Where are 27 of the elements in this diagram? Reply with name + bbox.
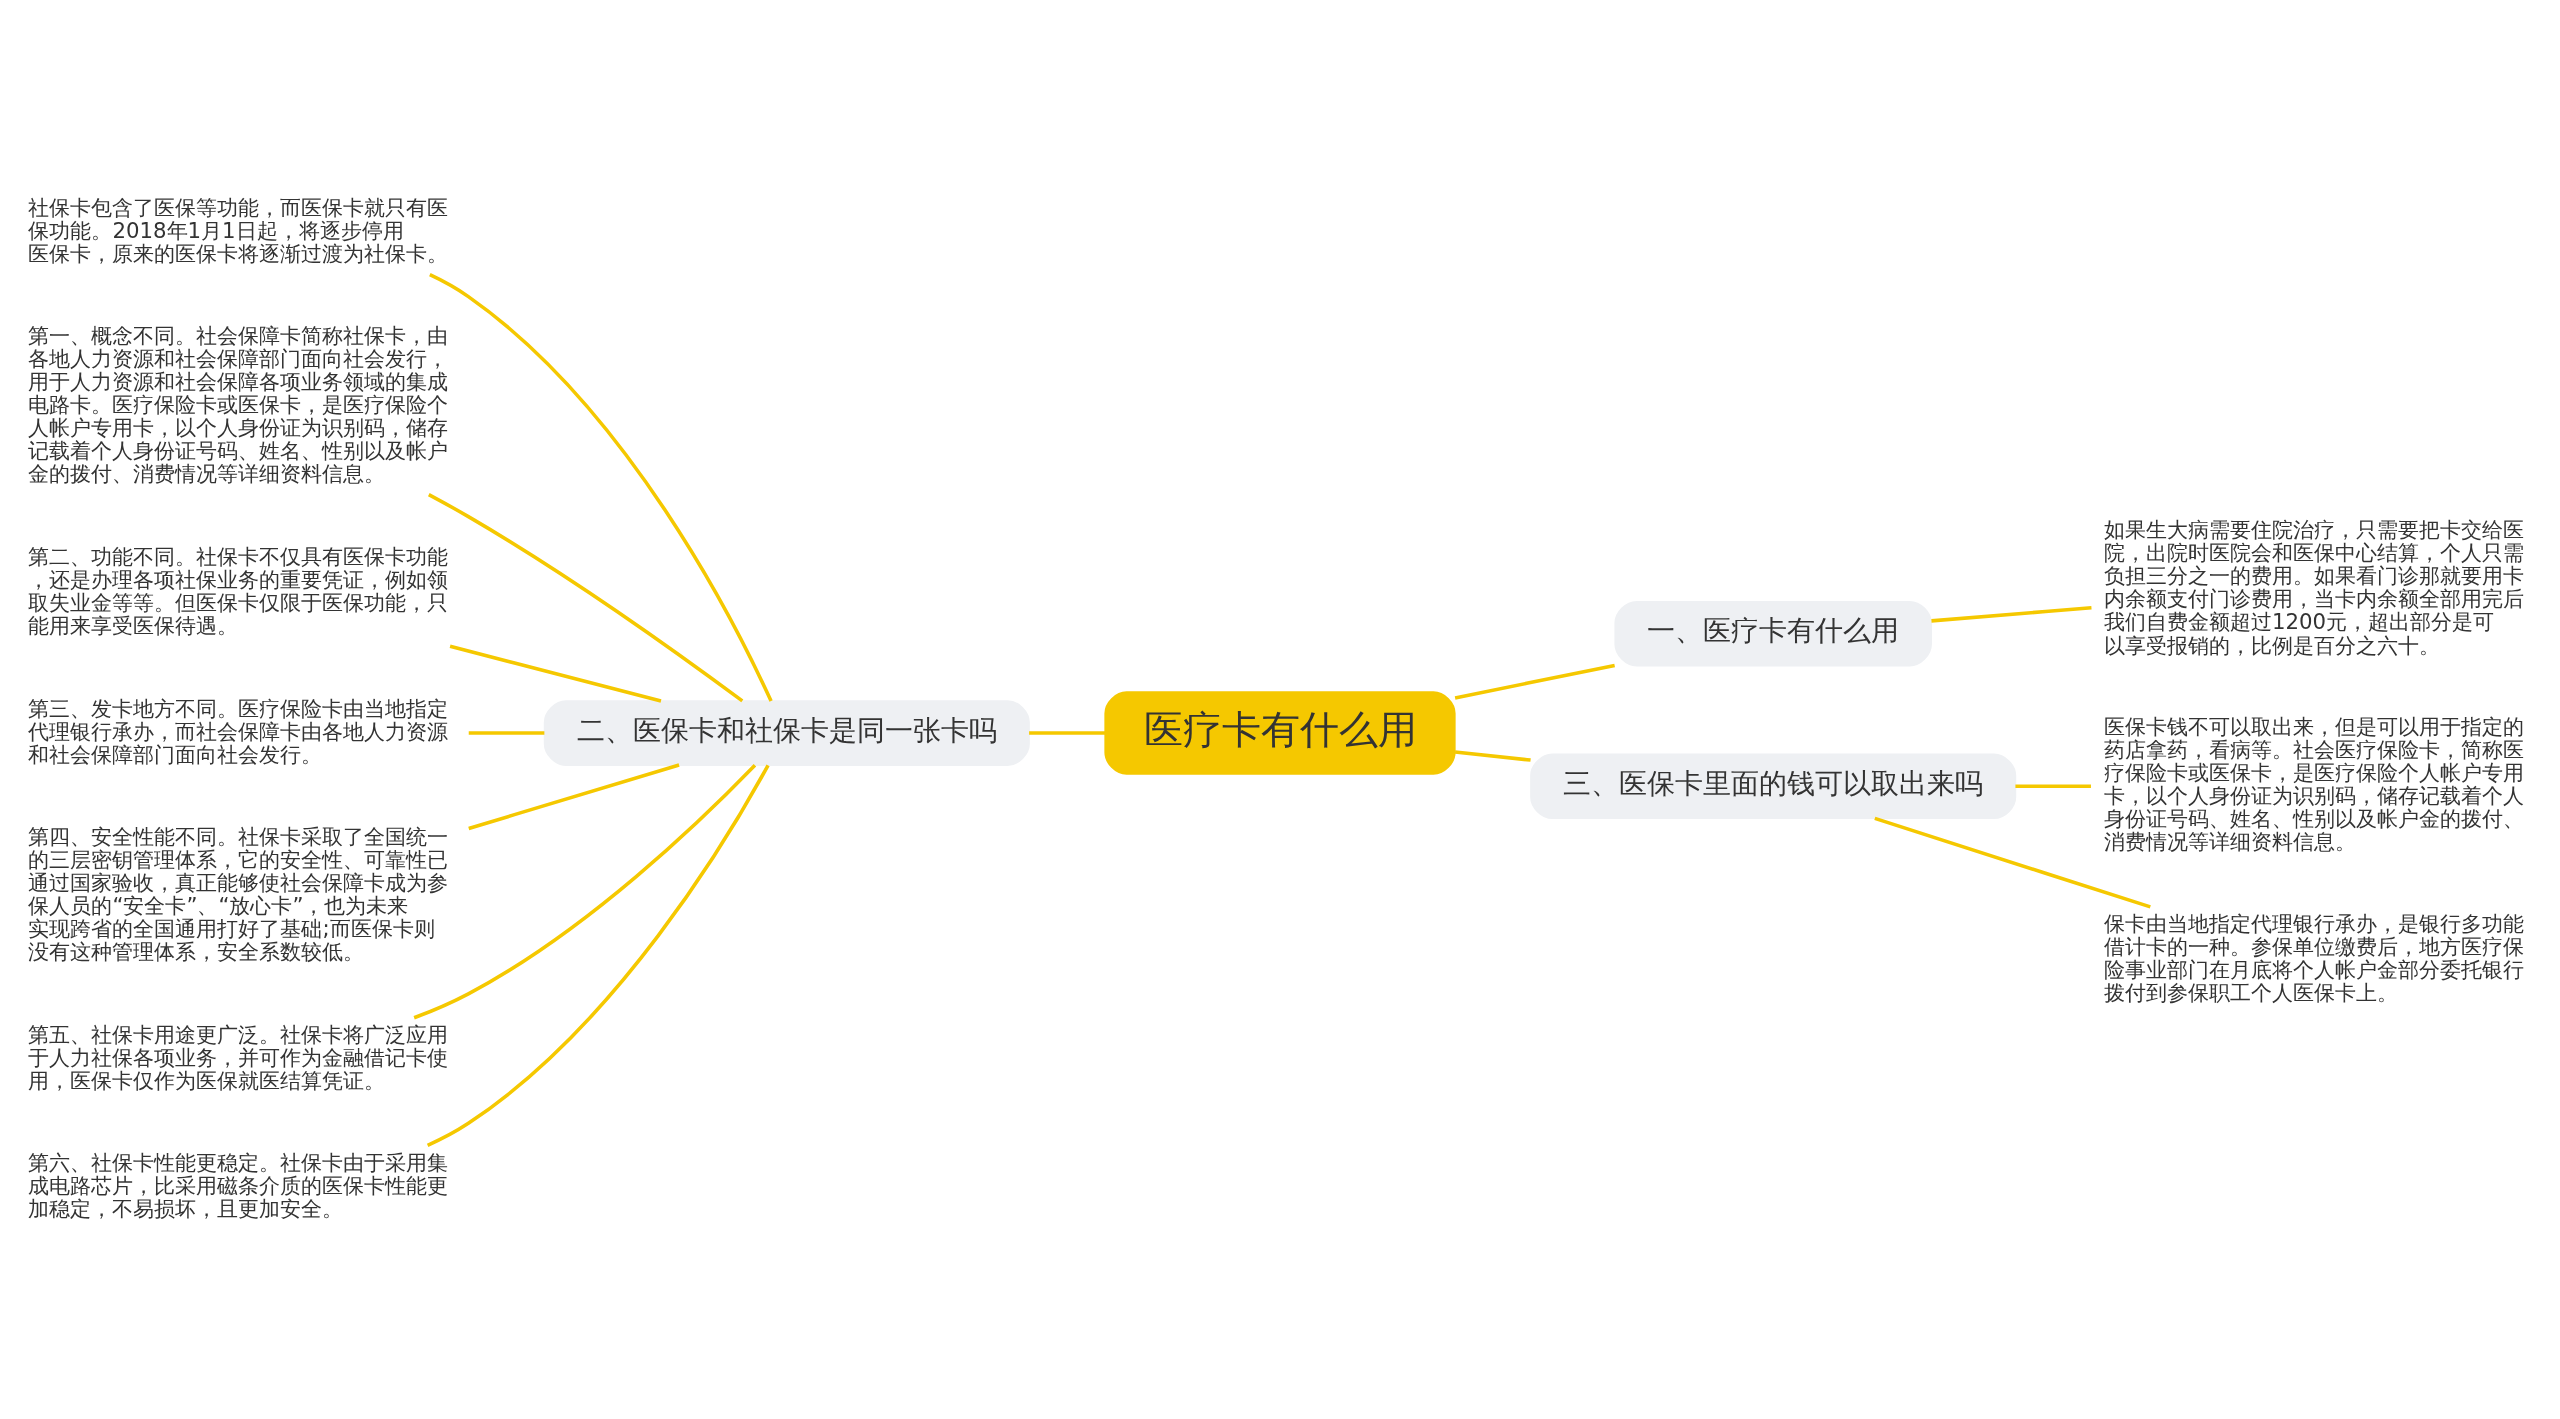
connector [1454, 749, 1531, 762]
node-box: 二、医保卡和社保卡是同一张卡吗 [543, 699, 1030, 766]
connector [427, 492, 744, 702]
node-box: 三、医保卡里面的钱可以取出来吗 [1530, 752, 2017, 819]
node-text: 医保卡钱不可以取出来，但是可以用于指定的药店拿药，看病等。社会医疗保险卡，简称医疗保险卡或医保卡，是医疗保险个人帐户专用卡，以个人身份证为识别码，储存记载着个人身份证号码、姓名、性别以及帐户金的拨付、消费情况等详细资料信息。 [2104, 713, 2525, 854]
connector [413, 763, 757, 1019]
node-text: 保卡由当地指定代理银行承办，是银行多功能借计卡的一种。参保单位缴费后，地方医疗保险事业部门在月底将个人帐户金部分委托银行拨付到参保职工个人医保卡上。 [2104, 910, 2525, 1005]
connector [1874, 816, 2151, 909]
node-text: 第六、社保卡性能更稳定。社保卡由于采用集成电路芯片，比采用磁条介质的医保卡性能更加稳定，不易损坏，且更加安全。 [28, 1149, 449, 1221]
connector [429, 272, 773, 702]
node-box: 医疗卡有什么用 [1104, 690, 1456, 775]
connector [1931, 605, 2092, 623]
connector [468, 762, 680, 830]
node-text: 社保卡包含了医保等功能，而医保卡就只有医保功能。2018年1月1日起，将逐步停用医保卡，原来的医保卡将逐渐过渡为社保卡。 [28, 194, 449, 266]
connector [1029, 730, 1106, 735]
node-text: 如果生大病需要住院治疗，只需要把卡交给医院，出院时医院会和医保中心结算，个人只需负担三分之一的费用。如果看门诊那就要用卡内余额支付门诊费用，当卡内余额全部用完后我们自费金额超过1200元，超出部分是可以享受报销的，比例是百分之六十。 [2104, 516, 2525, 658]
node-text: 第五、社保卡用途更广泛。社保卡将广泛应用于人力社保各项业务，并可作为金融借记卡使用，医保卡仅作为医保就医结算凭证。 [28, 1021, 449, 1093]
connector [426, 764, 770, 1147]
node-box: 一、医疗卡有什么用 [1614, 600, 1932, 667]
node-text: 第三、发卡地方不同。医疗保险卡由当地指定代理银行承办，而社会保障卡由各地人力资源和社会保障部门面向社会发行。 [28, 695, 449, 767]
connector [468, 730, 545, 735]
connector [1454, 663, 1615, 700]
node-text: 第二、功能不同。社保卡不仅具有医保卡功能，还是办理各项社保业务的重要凭证，例如领取失业金等等。但医保卡仅限于医保功能，只能用来享受医保待遇。 [28, 543, 449, 638]
node-text: 第一、概念不同。社会保障卡简称社保卡，由各地人力资源和社会保障部门面向社会发行，用于人力资源和社会保障各项业务领域的集成电路卡。医疗保险卡或医保卡，是医疗保险个人帐户专用卡，以个人身份证为识别码，储存记载着个人身份证号码、姓名、性别以及帐户金的拨付、消费情况等详细资料信息。 [28, 322, 449, 486]
node-text: 第四、安全性能不同。社保卡采取了全国统一的三层密钥管理体系，它的安全性、可靠性已通过国家验收，真正能够使社会保障卡成为参保人员的“安全卡”、“放心卡”，也为未来实现跨省的全国通用打好了基础;而医保卡则没有这种管理体系，安全系数较低。 [28, 823, 449, 964]
connector [2015, 784, 2091, 788]
connector [449, 644, 662, 703]
